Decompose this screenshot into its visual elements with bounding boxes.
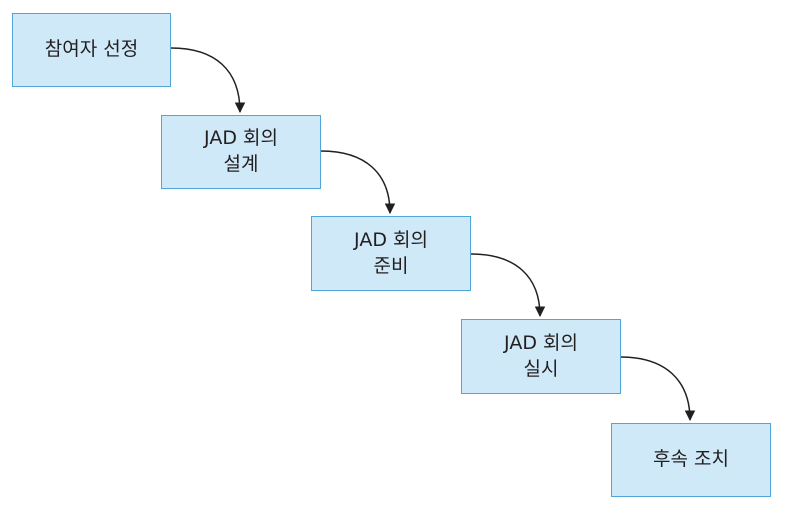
step-box-jad-execution: JAD 회의 실시 <box>461 319 621 394</box>
step-label-line-2: 실시 <box>523 357 559 380</box>
flow-arrow-3 <box>470 253 546 318</box>
step-box-jad-preparation: JAD 회의 준비 <box>311 216 471 291</box>
flow-arrow-1 <box>170 47 246 114</box>
flow-arrow-4 <box>620 356 696 422</box>
step-label-line-1: JAD 회의 <box>204 127 278 150</box>
step-label: 후속 조치 <box>653 448 729 471</box>
step-box-participant-selection: 참여자 선정 <box>12 13 171 87</box>
step-box-jad-design: JAD 회의 설계 <box>161 115 321 189</box>
flow-arrow-2 <box>320 150 396 215</box>
step-label-line-2: 설계 <box>223 153 259 175</box>
step-label: 참여자 선정 <box>44 38 139 61</box>
step-label-line-2: 준비 <box>373 254 409 277</box>
step-label-line-1: JAD 회의 <box>354 228 428 251</box>
step-label-line-1: JAD 회의 <box>504 331 578 354</box>
step-box-follow-up: 후속 조치 <box>611 423 771 497</box>
